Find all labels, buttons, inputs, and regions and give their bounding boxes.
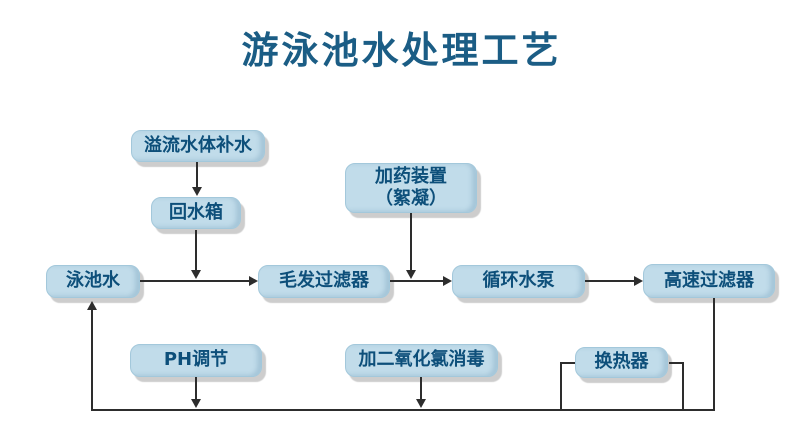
node-label: 加二氧化氯消毒 xyxy=(358,349,485,371)
node-high-speed-filter: 高速过滤器 xyxy=(643,264,775,298)
connector-hsfilter-down xyxy=(713,298,715,411)
node-label: 毛发过滤器 xyxy=(279,270,369,292)
node-heat-exchanger: 换热器 xyxy=(575,347,668,378)
arrowhead-up-icon xyxy=(87,301,97,310)
connector-heatexchanger-left-stub xyxy=(560,362,575,364)
node-pool-water: 泳池水 xyxy=(46,265,140,298)
connector-heatexchanger-right-stub xyxy=(669,362,684,364)
connector-returntank-to-pipe xyxy=(195,230,197,271)
node-label: 溢流水体补水 xyxy=(144,134,252,156)
arrowhead-down-icon xyxy=(191,399,201,408)
node-label: 回水箱 xyxy=(169,201,223,223)
node-dosing-device: 加药装置 （絮凝） xyxy=(345,163,477,213)
node-return-tank: 回水箱 xyxy=(151,197,241,229)
connector-overflow-to-returntank xyxy=(196,162,198,188)
connector-heatexchanger-left-drop xyxy=(560,362,562,411)
connector-hairfilter-to-pump xyxy=(390,280,443,282)
connector-return-bottom xyxy=(91,409,715,411)
diagram-title: 游泳池水处理工艺 xyxy=(241,28,562,72)
connector-heatexchanger-right-drop xyxy=(682,362,684,411)
arrowhead-down-icon xyxy=(192,187,202,196)
connector-chlorine-to-return xyxy=(420,377,422,400)
arrowhead-down-icon xyxy=(191,270,201,279)
node-label: 加药装置 xyxy=(375,165,447,187)
node-circulation-pump: 循环水泵 xyxy=(452,265,585,298)
node-label: 换热器 xyxy=(594,351,649,373)
arrowhead-right-icon xyxy=(634,276,643,286)
node-chlorine-dioxide: 加二氧化氯消毒 xyxy=(345,344,498,377)
connector-pool-to-hairfilter xyxy=(140,280,249,282)
connector-return-up xyxy=(91,309,93,410)
node-overflow-makeup: 溢流水体补水 xyxy=(131,130,265,162)
node-label: 泳池水 xyxy=(66,270,120,292)
node-label: 高速过滤器 xyxy=(664,269,754,291)
node-label: PH调节 xyxy=(163,349,229,371)
arrowhead-right-icon xyxy=(443,276,452,286)
connector-dosing-to-pipe xyxy=(410,213,412,271)
connector-pump-to-hsfilter xyxy=(585,280,634,282)
arrowhead-right-icon xyxy=(249,276,258,286)
node-ph-adjust: PH调节 xyxy=(130,344,262,377)
node-label: 循环水泵 xyxy=(482,270,555,292)
node-hair-filter: 毛发过滤器 xyxy=(258,265,390,298)
connector-ph-to-return xyxy=(195,377,197,400)
arrowhead-down-icon xyxy=(416,399,426,408)
arrowhead-down-icon xyxy=(406,270,416,279)
node-label-line2: （絮凝） xyxy=(375,188,447,209)
